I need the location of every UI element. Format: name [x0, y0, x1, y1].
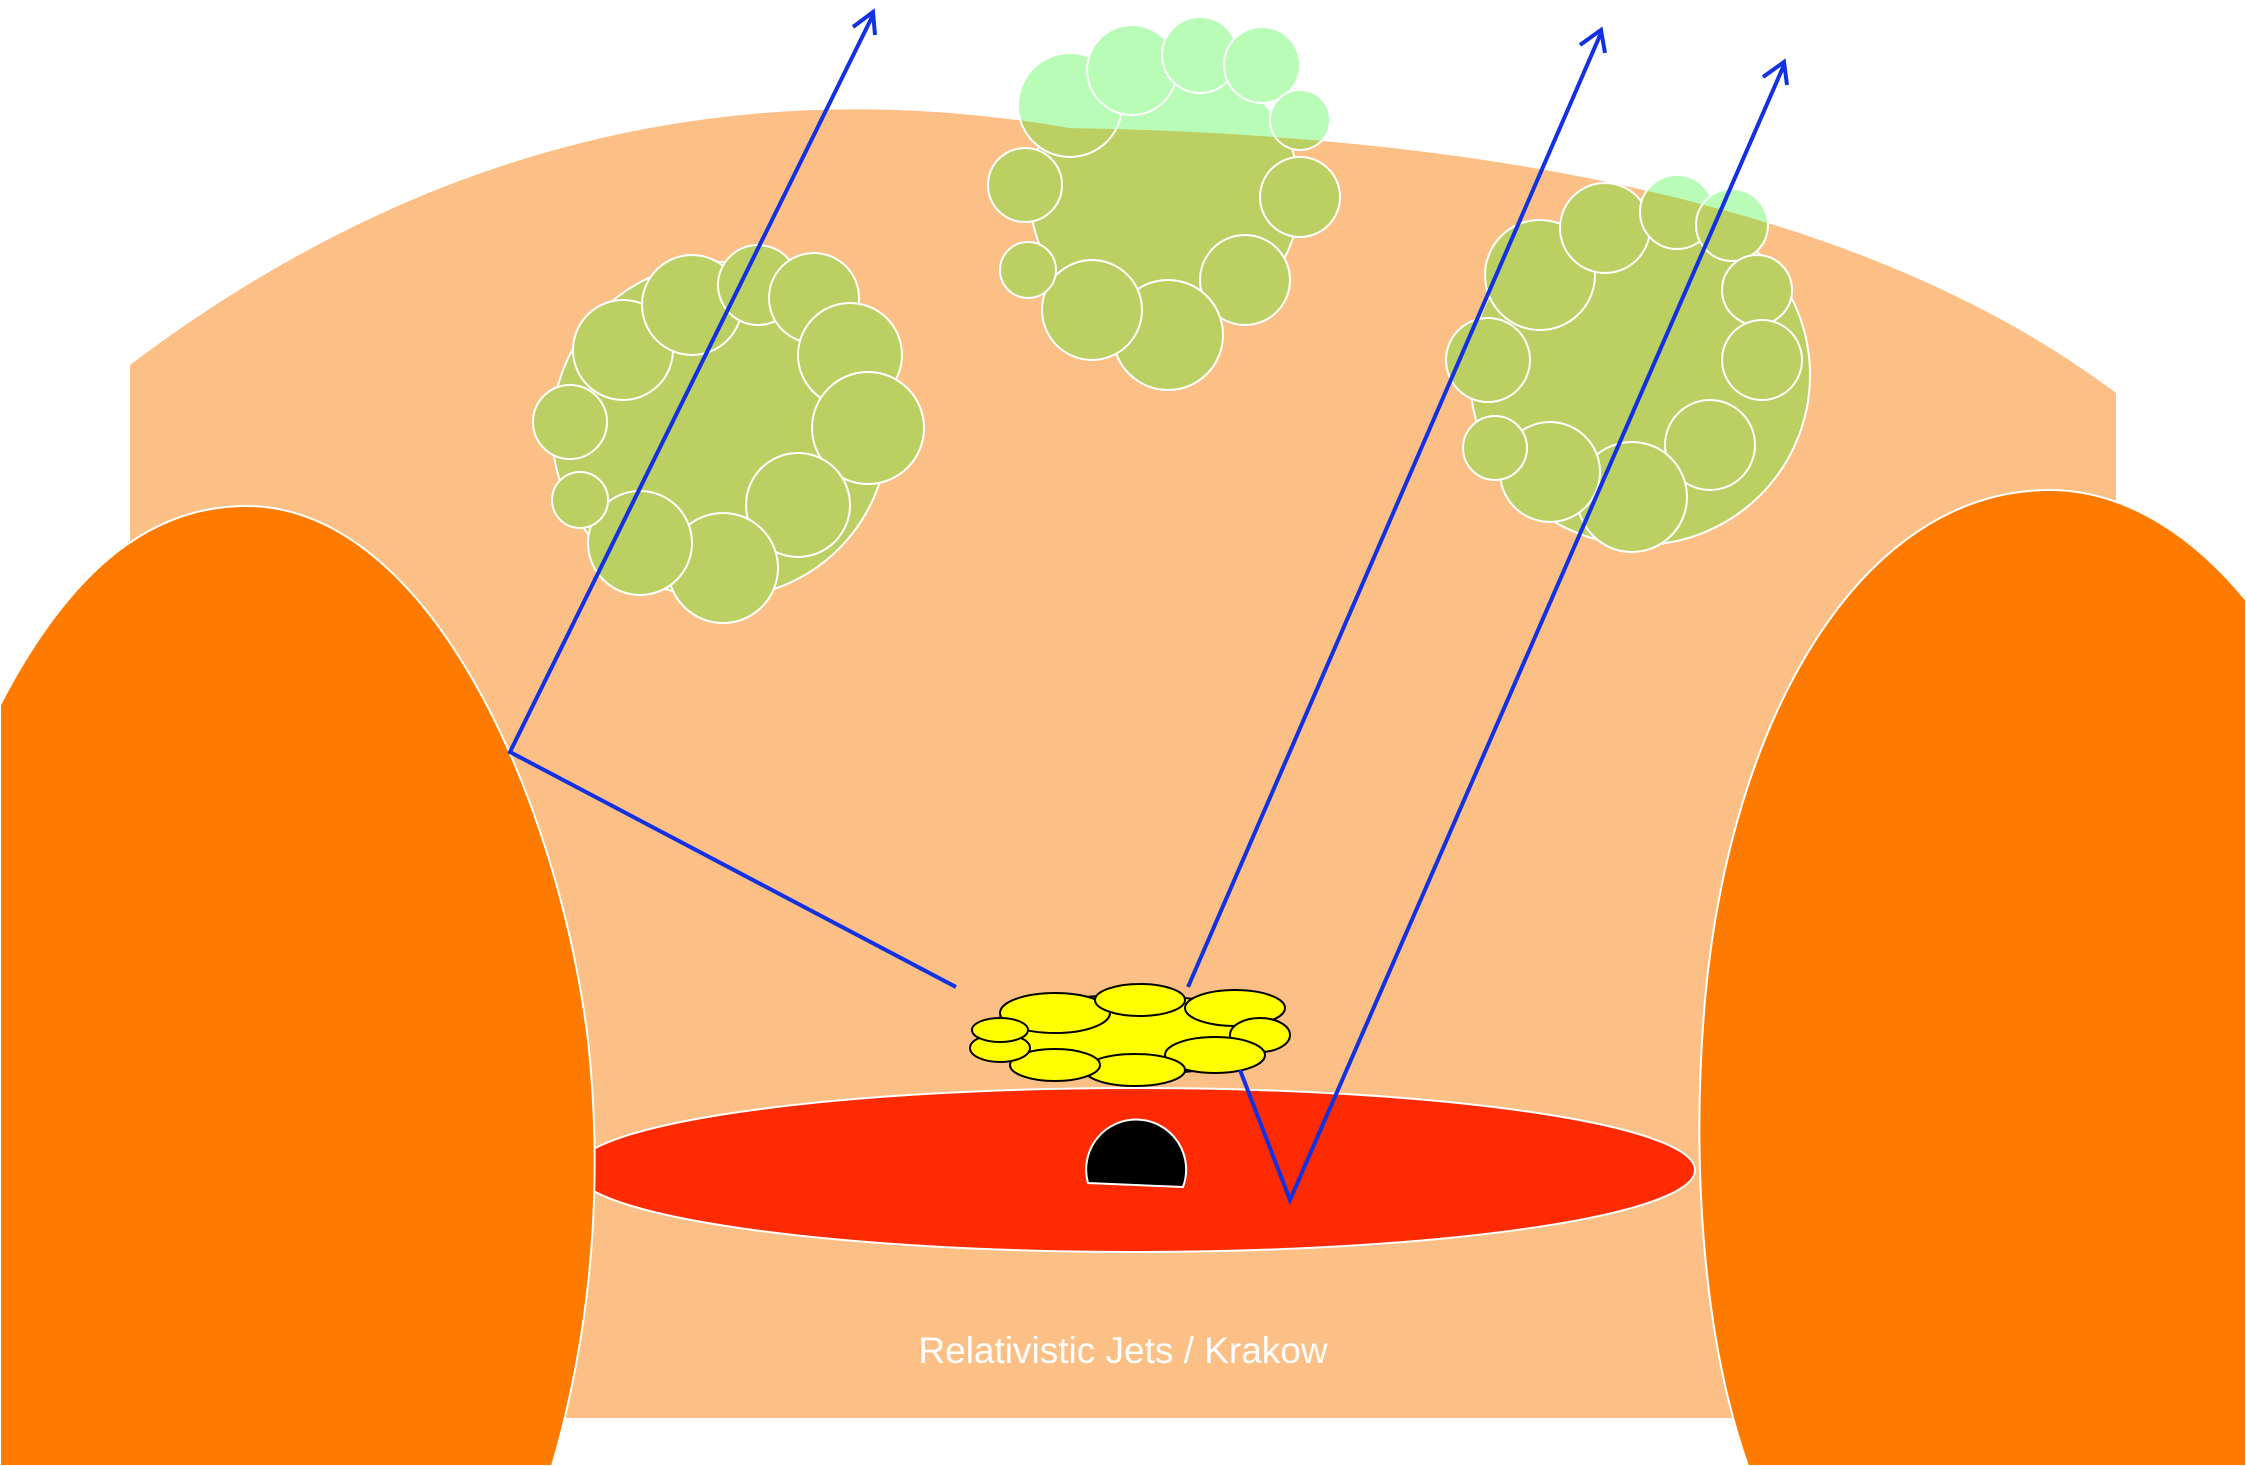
figure-caption: Relativistic Jets / Krakow: [0, 1330, 2246, 1372]
